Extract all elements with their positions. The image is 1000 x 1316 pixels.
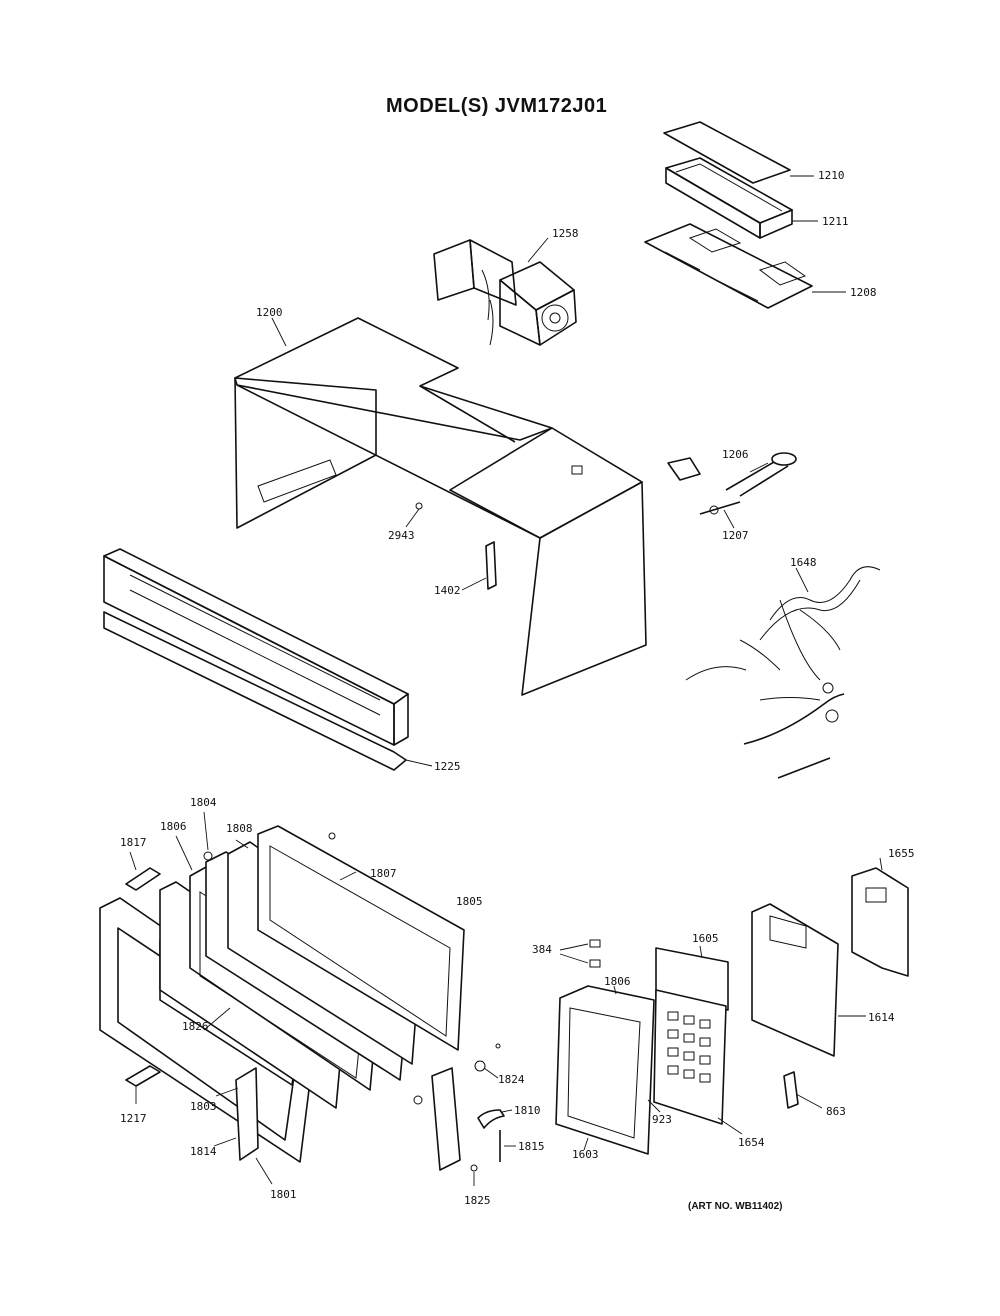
- label-1200: 1200: [256, 306, 283, 319]
- label-1815: 1815: [518, 1140, 545, 1153]
- label-1603: 1603: [572, 1148, 599, 1161]
- label-1817: 1817: [120, 836, 147, 849]
- label-1806a: 1806: [160, 820, 187, 833]
- part-384-clips: [559, 939, 601, 968]
- part-1805-inner-panel: [257, 825, 465, 1051]
- part-1210-cover: [663, 121, 814, 184]
- label-1808: 1808: [226, 822, 253, 835]
- label-1806b: 1806: [604, 975, 631, 988]
- part-1825-screw: [470, 1164, 478, 1186]
- part-1614-bracket: [751, 903, 866, 1057]
- label-923: 923: [652, 1113, 672, 1126]
- part-1605-overlay: [655, 945, 729, 1011]
- label-1217: 1217: [120, 1112, 147, 1125]
- part-1803-latch: [215, 1087, 239, 1097]
- label-384: 384: [532, 943, 552, 956]
- part-1815-spring: [499, 1130, 516, 1162]
- part-interlock-plate: [413, 1043, 501, 1171]
- part-1654-keyboard: [653, 989, 743, 1135]
- label-1814: 1814: [190, 1145, 217, 1158]
- label-1655: 1655: [888, 847, 915, 860]
- label-863: 863: [826, 1105, 846, 1118]
- part-1200-cabinet: [234, 317, 647, 696]
- label-1210: 1210: [818, 169, 845, 182]
- part-1648-harness: [685, 566, 881, 779]
- label-1654: 1654: [738, 1136, 765, 1149]
- label-1826: 1826: [182, 1020, 209, 1033]
- part-1206-thermostat: [667, 452, 797, 497]
- part-1211-tray: [665, 157, 818, 239]
- label-1648: 1648: [790, 556, 817, 569]
- part-1217-hinge: [125, 1065, 161, 1104]
- label-2943: 2943: [388, 529, 415, 542]
- part-1817-hinge: [125, 851, 161, 891]
- part-1603-control-frame: [555, 985, 655, 1155]
- label-1402: 1402: [434, 584, 461, 597]
- label-1206: 1206: [722, 448, 749, 461]
- part-863-bracket: [783, 1071, 823, 1109]
- part-1207-pin: [699, 501, 741, 529]
- model-title: MODEL(S) JVM172J01: [386, 95, 608, 117]
- label-1614: 1614: [868, 1011, 895, 1024]
- label-1211: 1211: [822, 215, 849, 228]
- label-1207: 1207: [722, 529, 749, 542]
- part-923-leader: [647, 1099, 661, 1113]
- part-1801-leader: [255, 1157, 273, 1185]
- part-1810-lever: [477, 1109, 513, 1129]
- label-1824: 1824: [498, 1073, 525, 1086]
- label-1208: 1208: [850, 286, 877, 299]
- label-1810: 1810: [514, 1104, 541, 1117]
- label-1825: 1825: [464, 1194, 491, 1207]
- label-1605: 1605: [692, 932, 719, 945]
- part-1814-handle: [213, 1067, 259, 1161]
- part-1208-plate: [644, 223, 846, 309]
- part-1225-grille: [103, 548, 433, 771]
- part-1258-motor: [433, 237, 577, 346]
- label-1258: 1258: [552, 227, 579, 240]
- label-1801: 1801: [270, 1188, 297, 1201]
- part-1655-board: [851, 857, 909, 977]
- label-1807: 1807: [370, 867, 397, 880]
- part-2943-screw: [405, 502, 423, 528]
- label-1803a: 1803: [190, 1100, 217, 1113]
- label-1805: 1805: [456, 895, 483, 908]
- label-1804: 1804: [190, 796, 217, 809]
- art-number: (ART NO. WB11402): [688, 1201, 783, 1212]
- label-1225: 1225: [434, 760, 461, 773]
- part-1402-bracket: [461, 541, 497, 591]
